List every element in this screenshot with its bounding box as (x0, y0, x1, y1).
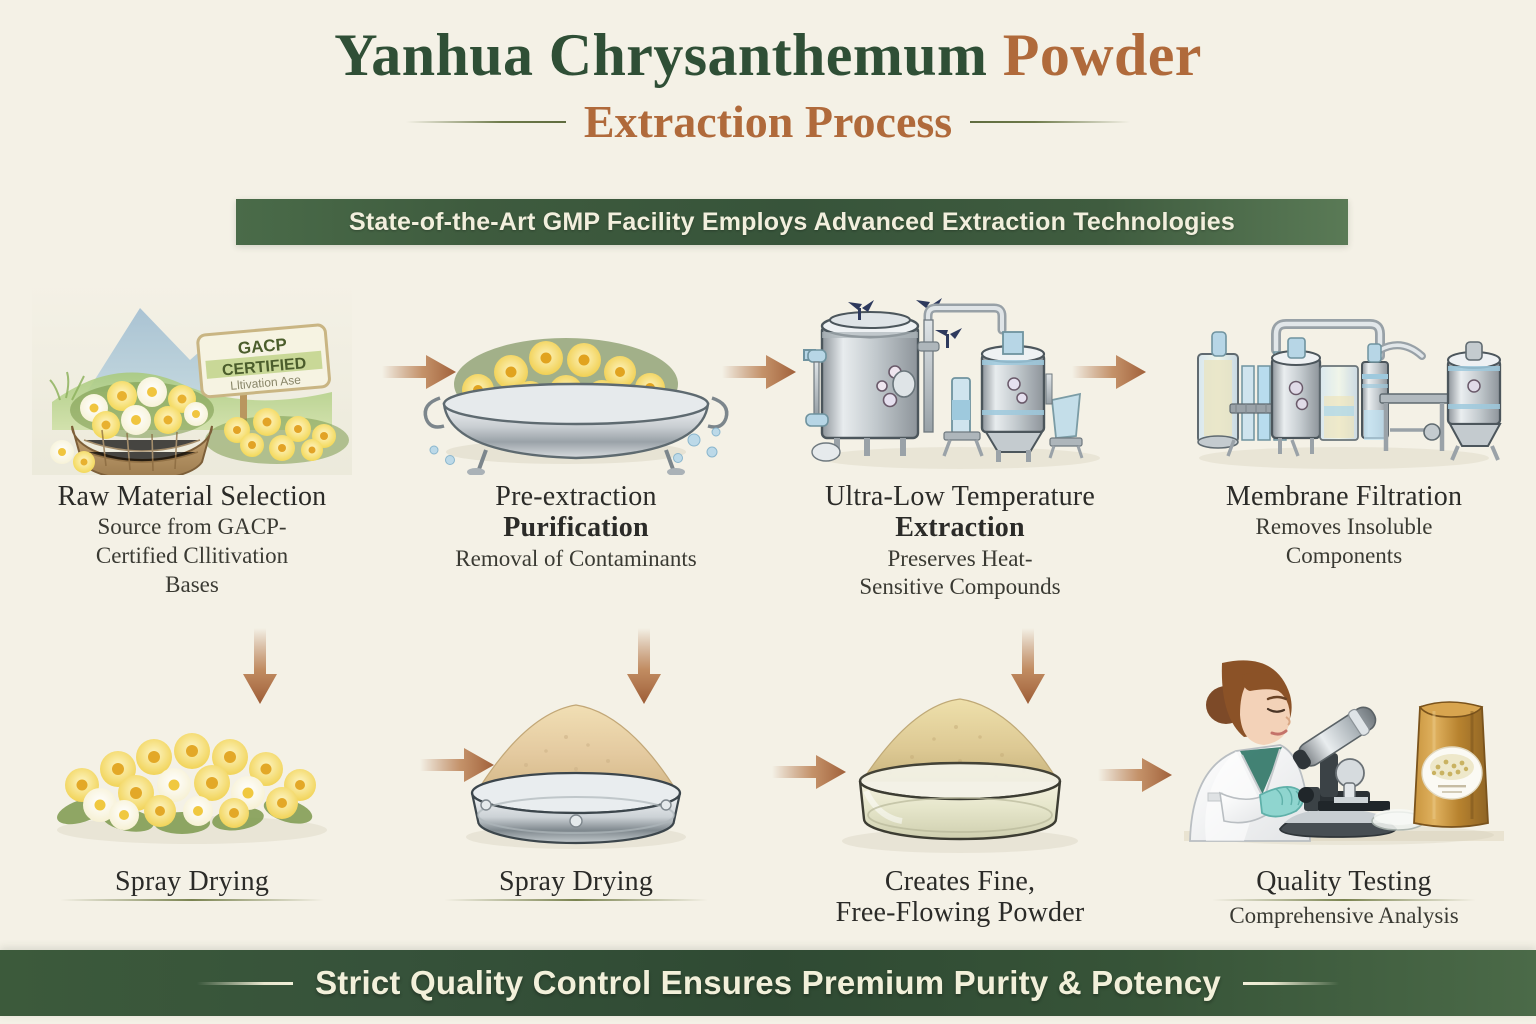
step-3-title: Ultra-Low Temperature (825, 481, 1095, 512)
step-2-title: Pre-extraction (495, 481, 657, 512)
svg-text:GACP: GACP (237, 335, 288, 358)
step-8-subtitle: Comprehensive Analysis (1229, 903, 1459, 929)
step-8-title: Quality Testing (1256, 866, 1432, 897)
arrow-step3-to-step4 (1072, 355, 1146, 389)
step-2-subtitle: Removal of Contaminants (455, 545, 697, 571)
step-quality-testing: Quality Testing Comprehensive Analysis (1152, 660, 1536, 930)
step-5-illustration (0, 660, 384, 860)
step-6-title: Spray Drying (498, 866, 654, 897)
basket-of-chrysanthemums-icon: GACP CERTIFIED Lltivation Ase (32, 280, 352, 481)
process-row-top: GACP CERTIFIED Lltivation Ase (0, 275, 1536, 601)
arrow-step7-to-step8 (1098, 758, 1172, 792)
arrow-step1-to-step2 (382, 355, 456, 389)
title-line-2-row: Extraction Process (0, 95, 1536, 148)
step-6-illustration (384, 660, 768, 860)
powder-in-bowl-icon (842, 698, 1078, 853)
arrow-step5-to-step6 (420, 748, 494, 782)
step-5-underline (59, 899, 325, 902)
step-3-labels: Ultra-Low Temperature Extraction Preserv… (768, 475, 1152, 601)
washing-basin-icon (423, 338, 729, 476)
extraction-tank-icon (803, 298, 1100, 469)
step-6-labels: Spray Drying (384, 860, 768, 902)
step-4-illustration (1152, 275, 1536, 475)
title-line-2: Extraction Process (583, 96, 953, 147)
step-5-title: Spray Drying (114, 866, 270, 897)
process-row-bottom: Spray Drying (0, 660, 1536, 930)
step-3-subtitle-2: Sensitive Compounds (859, 574, 1061, 600)
title-brown-part: Powder (1002, 22, 1202, 88)
footer-rule-left (197, 981, 294, 985)
step-spray-drying-flowers: Spray Drying (0, 660, 384, 930)
subtitle-banner-text: State-of-the-Art GMP Facility Employs Ad… (349, 207, 1235, 236)
step-2-labels: Pre-extraction Purification Removal of C… (384, 475, 768, 572)
step-spray-drying-powder: Spray Drying (384, 660, 768, 930)
step-4-title: Membrane Filtration (1225, 481, 1463, 512)
title-line-1: Yanhua Chrysanthemum Powder (0, 24, 1536, 87)
arrow-step2-to-step6 (627, 628, 661, 704)
step-3-illustration (768, 275, 1152, 475)
step-6-underline (443, 899, 709, 902)
step-4-subtitle: Removes Insoluble (1255, 514, 1433, 540)
arrow-step6-to-step7 (772, 755, 846, 789)
step-1-labels: Raw Material Selection Source from GACP-… (0, 475, 384, 598)
step-2-title-2: Purification (503, 512, 649, 544)
step-1-subtitle: Source from GACP- (97, 514, 287, 540)
footer-banner: Strict Quality Control Ensures Premium P… (0, 950, 1536, 1016)
step-3-subtitle: Preserves Heat- (887, 545, 1033, 571)
title-green-part: Yanhua Chrysanthemum (334, 22, 1003, 88)
subtitle-banner: State-of-the-Art GMP Facility Employs Ad… (236, 199, 1348, 245)
step-4-subtitle-2: Components (1285, 542, 1403, 568)
step-7-subtitle: Free-Flowing Powder (835, 897, 1085, 929)
arrow-step3-to-step7 (1011, 628, 1045, 704)
step-3-title-2: Extraction (895, 512, 1025, 544)
step-7-labels: Creates Fine, Free-Flowing Powder (768, 860, 1152, 929)
arrow-step2-to-step3 (722, 355, 796, 389)
step-ultra-low-temperature-extraction: Ultra-Low Temperature Extraction Preserv… (768, 275, 1152, 601)
step-pre-extraction-purification: Pre-extraction Purification Removal of C… (384, 275, 768, 601)
page-title: Yanhua Chrysanthemum Powder Extraction P… (0, 24, 1536, 148)
step-4-labels: Membrane Filtration Removes Insoluble Co… (1152, 475, 1536, 570)
footer-text: Strict Quality Control Ensures Premium P… (315, 964, 1221, 1001)
step-1-subtitle-2: Certified Cllitivation (95, 542, 289, 568)
step-raw-material-selection: GACP CERTIFIED Lltivation Ase (0, 275, 384, 601)
step-membrane-filtration: Membrane Filtration Removes Insoluble Co… (1152, 275, 1536, 601)
step-7-illustration (768, 660, 1152, 860)
dried-flower-mound-icon (57, 733, 327, 844)
step-fine-free-flowing-powder: Creates Fine, Free-Flowing Powder (768, 660, 1152, 930)
step-8-illustration (1152, 660, 1536, 860)
title-rule-left (405, 120, 566, 123)
footer-rule-right (1242, 981, 1339, 985)
step-8-underline (1211, 899, 1477, 902)
step-2-illustration (384, 275, 768, 476)
step-5-labels: Spray Drying (0, 860, 384, 902)
powder-on-metal-dish-icon (466, 704, 686, 849)
arrow-step1-to-step5 (243, 628, 277, 704)
membrane-filtration-icon (1197, 319, 1502, 469)
svg-text:Lltivation Ase: Lltivation Ase (230, 373, 302, 393)
step-1-subtitle-3: Bases (165, 571, 219, 597)
step-1-illustration: GACP CERTIFIED Lltivation Ase (0, 275, 384, 481)
step-8-labels: Quality Testing Comprehensive Analysis (1152, 860, 1536, 930)
title-rule-right (970, 120, 1131, 123)
step-1-title: Raw Material Selection (57, 481, 327, 512)
scientist-microscope-icon (1184, 660, 1504, 845)
step-7-title: Creates Fine, (884, 866, 1036, 897)
